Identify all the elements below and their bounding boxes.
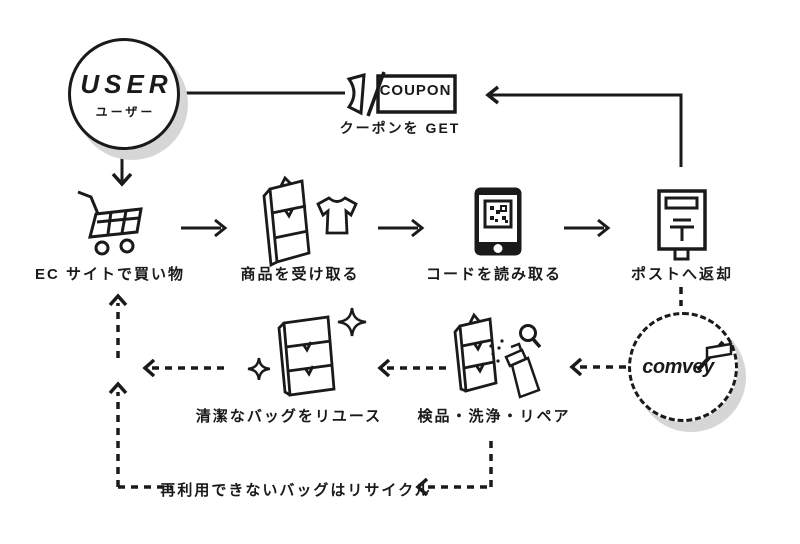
arrow-scan-to-return-icon [564,218,611,238]
arrow-shop-to-receive-icon [181,218,228,238]
comvey-logo-text: comvey [642,355,714,378]
label-receive: 商品を受け取る [240,266,360,283]
head-reuse-to-left [142,358,156,378]
sparkle-icon [247,357,271,381]
recycle-note: 再利用できないバッグはリサイクル [160,482,432,499]
dashed-arrowheads [108,293,583,497]
spray-bottle-icon [489,339,541,399]
spray-dots [489,339,504,363]
label-shop: EC サイトで買い物 [34,266,186,283]
arrow-postbox-to-coupon-icon [485,85,683,167]
label-scan: コードを読み取る [425,266,563,283]
postbox-icon [657,189,707,261]
phone-qr-icon [474,187,522,256]
bag-and-shirt-icon [262,175,358,268]
coupon-caption: クーポンを GET [339,120,461,136]
comvey-logo: comvey [631,315,735,419]
dashed-connectors [116,287,683,489]
head-inspect-to-reuse [377,358,391,378]
inspection-cleaning-icon [453,312,542,399]
clean-bag-icon [247,307,367,397]
head-reuse-up [108,293,128,307]
sparkle-icon [337,307,367,337]
shopping-cart-icon [77,190,143,256]
user-badge: USER ユーザー [68,38,180,150]
user-title: USER [80,68,173,99]
magnifier-icon [519,324,542,349]
coupon-badge-label: COUPON [379,82,452,99]
arrow-receive-to-scan-icon [378,218,425,238]
label-inspect: 検品・洗浄・リペア [417,408,571,425]
label-reuse: 清潔なバッグをリユース [195,408,383,425]
head-comvey-to-inspect [569,357,583,377]
label-return: ポストへ返却 [630,266,734,283]
user-subtitle: ユーザー [95,104,156,119]
comvey-flag-icon [696,340,733,372]
coupon-ticket-icon [346,71,457,117]
head-recycle-up [108,381,128,395]
comvey-badge: comvey [628,312,738,422]
arrow-user-down-icon [111,151,133,187]
head-recycle-left [415,477,429,497]
t-shirt-icon [316,196,358,235]
